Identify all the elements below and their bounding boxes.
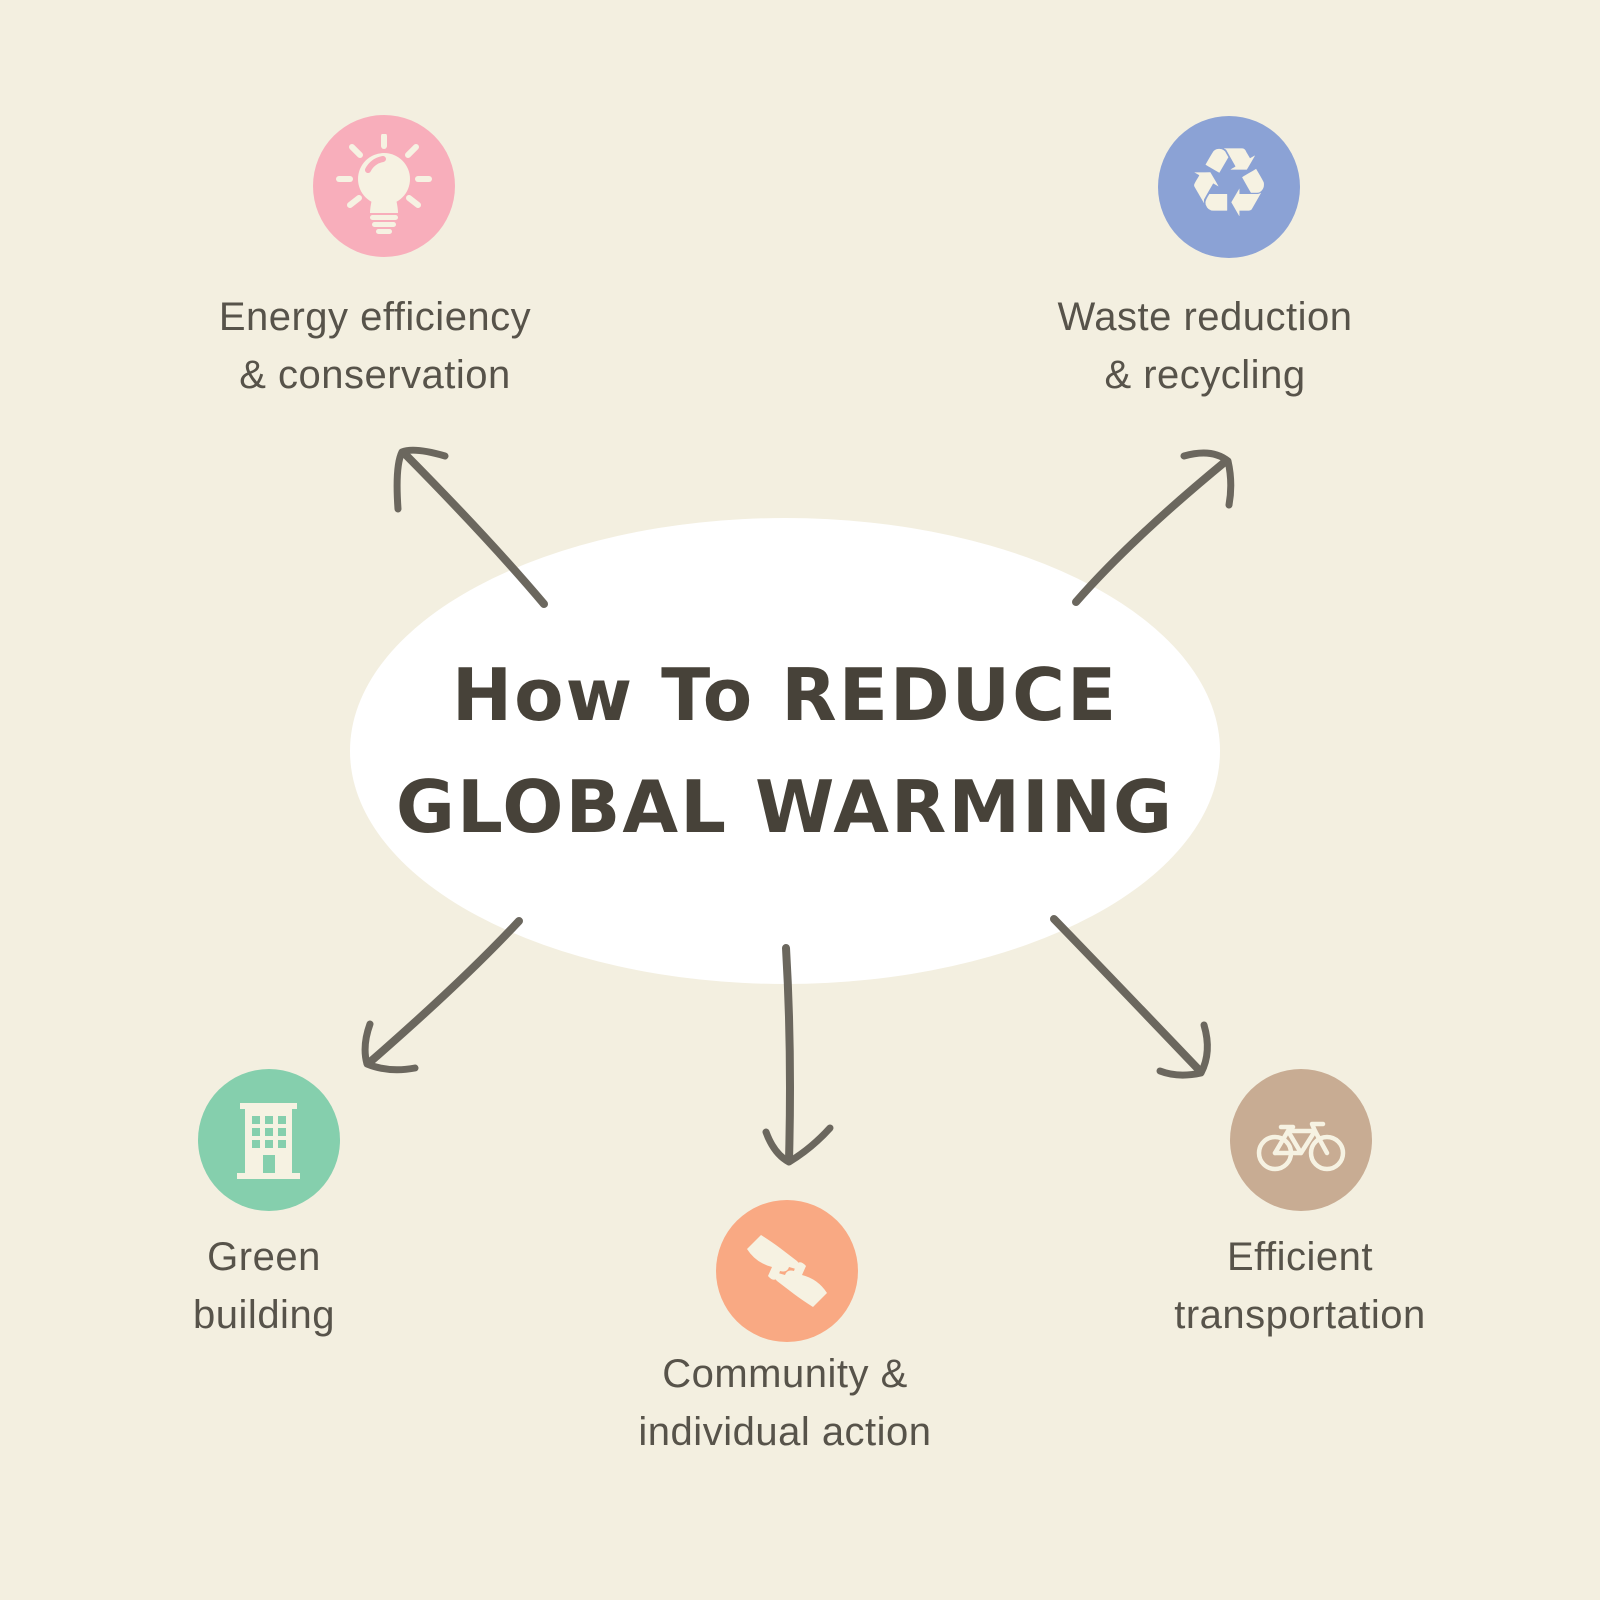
arrow-to-building <box>361 917 523 1074</box>
community-label-line-2: individual action <box>638 1410 932 1454</box>
building-node-circle <box>198 1069 340 1211</box>
waste-node-circle: ♻ <box>1158 116 1300 258</box>
building-label-line-1: Green <box>207 1235 321 1279</box>
community-label: Community & individual action <box>535 1345 1035 1461</box>
waste-label: Waste reduction & recycling <box>985 288 1425 404</box>
central-topic-bubble: How To REDUCE GLOBAL WARMING <box>350 518 1220 984</box>
transport-label: Efficient transportation <box>1080 1228 1520 1344</box>
energy-label-line-1: Energy efficiency <box>218 295 532 339</box>
central-title-line-1: How To REDUCE <box>451 652 1119 737</box>
energy-label: Energy efficiency & conservation <box>155 288 595 404</box>
energy-node-circle <box>313 115 455 257</box>
waste-label-line-2: & recycling <box>1104 353 1306 397</box>
arrow-to-waste <box>1072 449 1235 606</box>
building-label-line-2: building <box>193 1293 335 1337</box>
waste-label-line-1: Waste reduction <box>1057 295 1353 339</box>
arrow-to-transport <box>1050 915 1211 1079</box>
transport-label-line-1: Efficient <box>1226 1235 1374 1279</box>
transport-node-circle <box>1230 1069 1372 1211</box>
transport-label-line-2: transportation <box>1174 1293 1426 1337</box>
energy-label-line-2: & conservation <box>239 353 511 397</box>
central-title-line-2: GLOBAL WARMING <box>395 765 1175 849</box>
helping-hands-icon <box>747 1235 827 1307</box>
recycle-icon: ♻ <box>1185 127 1273 239</box>
bicycle-icon <box>1256 1121 1346 1172</box>
building-label: Green building <box>94 1228 434 1344</box>
community-node-circle <box>716 1200 858 1342</box>
community-label-line-1: Community & <box>662 1352 908 1396</box>
lightbulb-icon <box>336 134 432 234</box>
building-icon <box>237 1103 300 1179</box>
